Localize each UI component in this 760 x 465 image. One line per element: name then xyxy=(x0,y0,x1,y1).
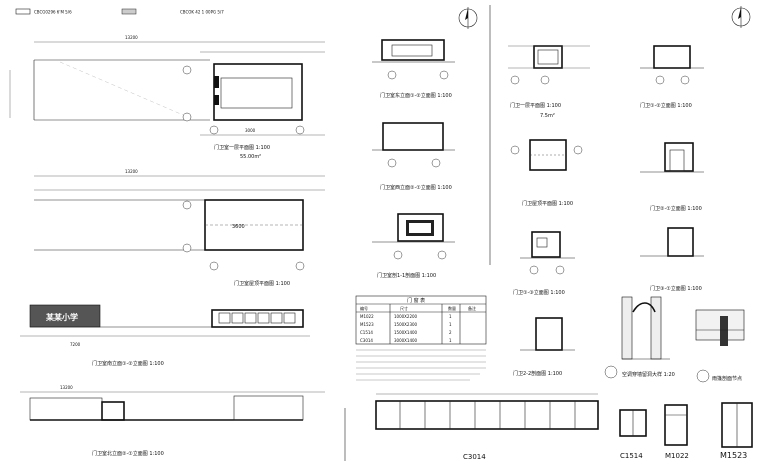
right-plan-area: 7.5m² xyxy=(540,113,555,119)
door-table-cell: 1500X1400 xyxy=(394,330,418,335)
window-c3014: C3014 xyxy=(375,393,599,461)
legend-text-1: CBCG0296 6'M 5/6 xyxy=(34,10,72,15)
door-m1523: M1523 xyxy=(720,402,753,460)
door-table-cell: 1 xyxy=(449,322,452,327)
right-section: 门卫2-2剖面图 1:100 xyxy=(513,317,575,377)
dim-label: 3000 xyxy=(245,128,256,133)
door-table-cell: 1 xyxy=(449,338,452,343)
ground-floor-title: 门卫室一层平面图 1:100 xyxy=(214,144,270,151)
door-m1523-label: M1523 xyxy=(720,451,747,460)
north-arrow-icon xyxy=(458,7,478,29)
right-elev-a-title: 门卫①-②立面图 1:100 xyxy=(640,102,692,109)
dim-label: 13200 xyxy=(60,385,73,390)
window-c1514-label: C1514 xyxy=(620,452,643,460)
right-elev-b-title: 门卫②-①立面图 1:100 xyxy=(650,205,702,212)
door-window-table: 门 窗 表 编号 尺寸 数量 备注 M1022 1000X2200 1 M152… xyxy=(355,295,487,381)
detail-ac-hole: 空调穿墙留洞大样 1:20 xyxy=(604,296,675,379)
right-elevation-b: 门卫②-①立面图 1:100 xyxy=(640,142,704,212)
door-table-cell: M1022 xyxy=(360,314,374,319)
dim-label: 7200 xyxy=(70,342,81,347)
north-arrow-icon xyxy=(731,6,751,28)
right-elev-d-title: 门卫③-①立面图 1:100 xyxy=(650,285,702,292)
door-m1022-label: M1022 xyxy=(665,452,689,460)
elevation-small-1: 门卫室东立面①-②立面图 1:100 xyxy=(372,39,455,99)
right-elevation-a: 门卫①-②立面图 1:100 xyxy=(640,45,704,109)
right-elevation-d: 门卫③-①立面图 1:100 xyxy=(640,227,704,292)
dim-label: 3600 xyxy=(232,224,245,230)
right-roof-title: 门卫屋顶平面图 1:100 xyxy=(522,200,573,207)
section-small: 门卫室剖1-1剖面图 1:100 xyxy=(372,213,455,279)
door-m1022: M1022 xyxy=(664,404,689,460)
door-table-cell: 1500X2300 xyxy=(394,322,418,327)
door-table-cell: C3014 xyxy=(360,338,373,343)
right-section-title: 门卫2-2剖面图 1:100 xyxy=(513,370,562,377)
dim-label: 13200 xyxy=(125,169,138,174)
elevation-small-2: 门卫室西立面②-①立面图 1:100 xyxy=(372,122,455,191)
right-elev-c-title: 门卫①-③立面图 1:100 xyxy=(513,289,565,296)
south-elevation: 某某小学 7200 门卫室南立面①-②立面图 1:100 xyxy=(20,304,310,367)
window-c1514: C1514 xyxy=(619,409,647,460)
door-table-header: 编号 xyxy=(360,305,368,311)
door-table-header: 尺寸 xyxy=(400,305,408,311)
door-table-title: 门 窗 表 xyxy=(407,297,425,304)
right-elevation-c: 门卫①-③立面图 1:100 xyxy=(513,231,575,296)
window-c3014-label: C3014 xyxy=(463,453,486,461)
door-table-header: 数量 xyxy=(448,305,456,311)
right-roof-plan: 门卫屋顶平面图 1:100 xyxy=(510,139,583,207)
north-elevation: 13200 门卫室北立面②-①立面图 1:100 xyxy=(20,385,325,457)
door-table-cell: 3000X1400 xyxy=(394,338,418,343)
roof-outline xyxy=(204,199,304,251)
school-name-sign: 某某小学 xyxy=(45,312,78,322)
door-table-cell: M1523 xyxy=(360,322,374,327)
header-legend: CBCG0296 6'M 5/6 CBCOK 42 1 00PG 5/7 xyxy=(15,8,224,15)
dim-label: 13200 xyxy=(125,35,138,40)
door-table-cell: C1514 xyxy=(360,330,373,335)
door-table-cell: 2 xyxy=(449,330,452,335)
elevation-ab-title: 门卫室南立面①-②立面图 1:100 xyxy=(92,360,164,367)
detail-canopy: 雨篷剖面节点 xyxy=(695,309,745,383)
ground-floor-plan: 13200 3000 门卫室一层平面图 1:100 55.00m² xyxy=(9,35,325,160)
detail-2-title: 雨篷剖面节点 xyxy=(712,375,742,382)
guardhouse-walls xyxy=(213,63,303,121)
small-elev-2-title: 门卫室西立面②-①立面图 1:100 xyxy=(380,184,452,191)
detail-1-title: 空调穿墙留洞大样 1:20 xyxy=(622,371,675,378)
door-table-cell: 1000X2200 xyxy=(394,314,418,319)
roof-plan: 13200 3600 门卫室屋顶平面图 1:100 xyxy=(34,169,325,287)
small-section-title: 门卫室剖1-1剖面图 1:100 xyxy=(377,272,436,279)
ground-floor-area: 55.00m² xyxy=(240,154,261,160)
elevation-long-title: 门卫室北立面②-①立面图 1:100 xyxy=(92,450,164,457)
legend-text-2: CBCOK 42 1 00PG 5/7 xyxy=(180,10,224,15)
small-elev-1-title: 门卫室东立面①-②立面图 1:100 xyxy=(380,92,452,99)
right-plan-title: 门卫一层平面图 1:100 xyxy=(510,102,561,109)
roof-plan-title: 门卫室屋顶平面图 1:100 xyxy=(234,280,290,287)
right-plan: 门卫一层平面图 1:100 7.5m² xyxy=(508,45,590,119)
door-table-header: 备注 xyxy=(468,305,476,311)
door-table-cell: 1 xyxy=(449,314,452,319)
